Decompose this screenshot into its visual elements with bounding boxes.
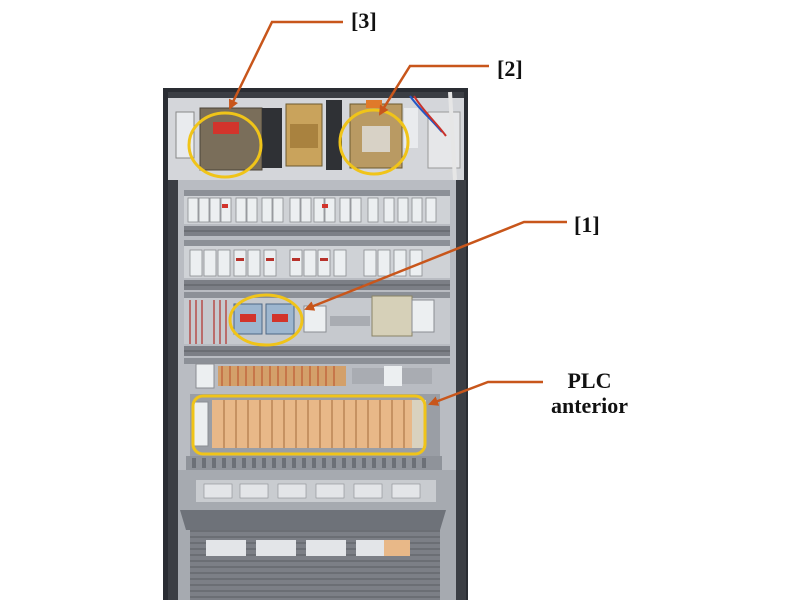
callout-label-2: [2] <box>497 56 523 81</box>
callout-label-3: [3] <box>351 8 377 33</box>
highlight-circle-1 <box>228 293 304 347</box>
plc-rack <box>190 394 440 456</box>
callout-arrow-1 <box>304 220 567 311</box>
wiring-duct <box>186 456 442 470</box>
callout-arrow-plc <box>428 380 543 406</box>
terminal-row <box>184 358 450 389</box>
right-rail <box>456 180 466 600</box>
highlight-circle-2 <box>338 108 410 176</box>
top-compartment <box>168 91 464 181</box>
callout-arrow-3 <box>228 20 343 110</box>
contactor-row <box>184 240 450 290</box>
callout-label-plc-line2: anterior <box>551 393 628 419</box>
breaker-row-1 <box>184 190 450 236</box>
lower-compartment <box>176 470 460 600</box>
left-rail <box>168 180 178 600</box>
callout-label-1: [1] <box>574 212 600 237</box>
callout-label-plc: PLC anterior <box>551 368 628 419</box>
relay-row <box>184 292 450 356</box>
callout-label-plc-line1: PLC <box>567 368 612 393</box>
highlight-circle-3 <box>187 111 263 179</box>
highlight-box-plc <box>191 394 427 456</box>
callout-arrow-2 <box>378 64 489 116</box>
